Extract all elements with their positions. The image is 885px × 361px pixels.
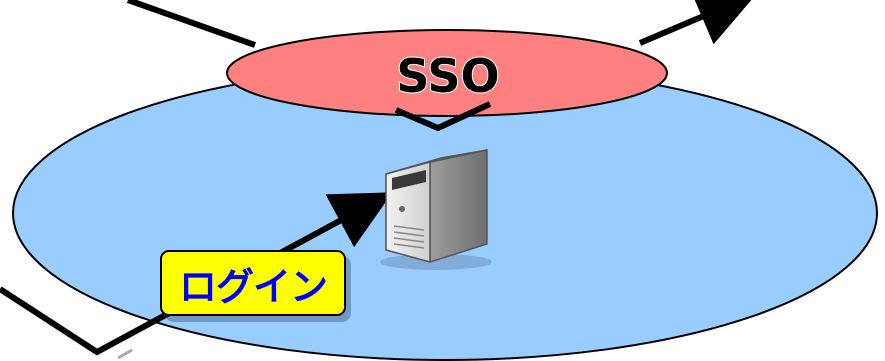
login-label: ログイン	[178, 264, 328, 309]
login-label-box: ログイン	[160, 250, 346, 316]
sso-ellipse	[226, 29, 668, 117]
sso-to-server-lines	[394, 101, 492, 132]
arrow-login-to-server	[0, 192, 393, 356]
bottom-fragment	[117, 348, 133, 360]
arrow-upper-left	[126, 0, 257, 48]
server-icon	[380, 149, 492, 270]
sso-label: SSO	[396, 49, 499, 103]
arrow-upper-right	[638, 0, 758, 46]
